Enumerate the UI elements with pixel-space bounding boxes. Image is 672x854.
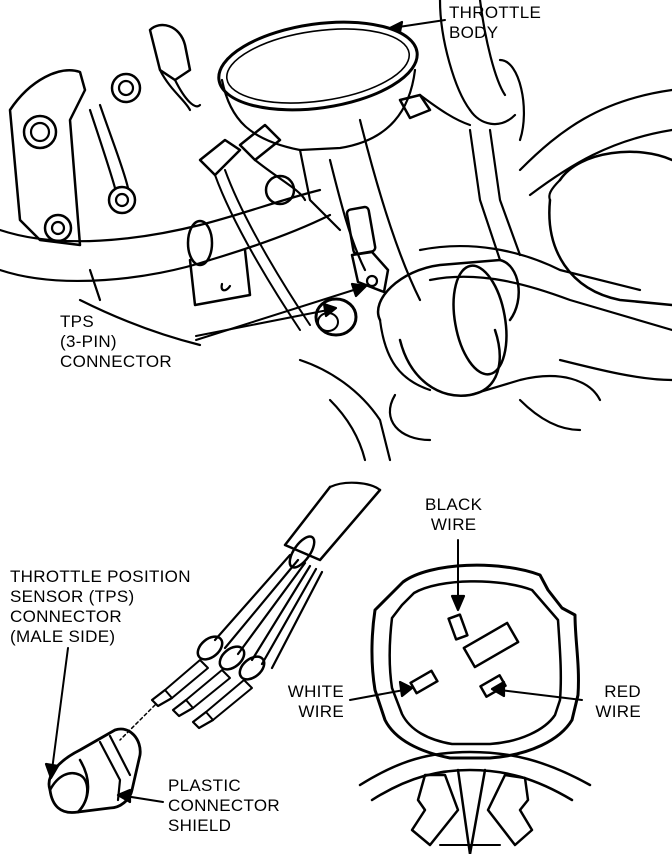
red-wire-label-line: RED [604,682,641,701]
white-wire-leader [349,689,405,701]
plastic-shield-label: PLASTIC CONNECTOR SHIELD [168,776,280,836]
tps-male-connector-label: THROTTLE POSITION SENSOR (TPS) CONNECTOR… [10,567,191,647]
tps-3pin-connector [314,297,358,337]
left-bracket [8,69,87,247]
black-wire-pin [447,613,469,641]
red-wire-label-line: WIRE [595,702,641,721]
tps-male-label-line: (MALE SIDE) [10,627,116,646]
white-wire-label: WHITE WIRE [276,682,344,722]
shield-leader [124,795,164,803]
throttle-body-label-line: BODY [449,23,499,42]
plastic-connector-shield [47,727,142,814]
bolt-icon [107,185,137,215]
tps-3pin-connector-label: TPS (3-PIN) CONNECTOR [60,312,172,372]
throttle-body-label-line: THROTTLE [449,3,542,22]
tps-3pin-label-line: CONNECTOR [60,352,172,371]
white-wire-pin [409,669,439,695]
tps-male-leader [51,647,69,771]
engine-illustration [0,0,672,462]
tps-male-label-line: SENSOR (TPS) [10,587,135,606]
throttle-body-label: THROTTLE BODY [449,3,541,43]
plastic-shield-label-line: PLASTIC [168,776,241,795]
black-wire-label-line: BLACK [425,495,483,514]
center-pin [462,621,520,669]
connector-face-outer [370,563,580,760]
throttle-body-ring [217,20,419,112]
plastic-shield-label-line: SHIELD [168,816,232,835]
male-connector-illustration [44,481,382,814]
tps-leader-2 [195,287,361,341]
red-wire-leader [499,689,583,701]
black-wire-label-line: WIRE [430,515,477,534]
tps-male-label-line: THROTTLE POSITION [10,567,191,586]
tps-3pin-label-line: TPS [60,312,94,331]
white-wire-label-line: WHITE [287,682,344,701]
plastic-shield-label-line: CONNECTOR [168,796,280,815]
tps-leader-1 [195,309,329,337]
white-wire-label-line: WIRE [298,702,344,721]
black-wire-label: BLACK WIRE [425,495,482,535]
connector-face-illustration [349,539,592,854]
bolt-icon [110,72,142,104]
cable-sheath [283,485,382,562]
tps-3pin-label-line: (3-PIN) [60,332,117,351]
tps-male-label-line: CONNECTOR [10,607,122,626]
red-wire-label: RED WIRE [586,682,641,722]
bolt-icon [43,213,73,243]
